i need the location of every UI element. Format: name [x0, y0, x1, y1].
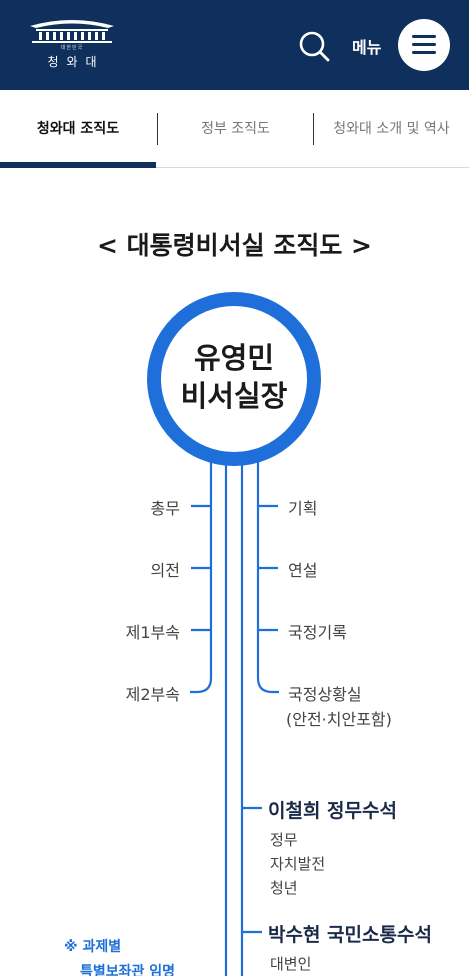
left-unit-label: 의전	[150, 561, 180, 580]
secretary-title: 이철희 정무수석	[268, 800, 397, 822]
hamburger-icon	[412, 35, 436, 38]
tab-government-org[interactable]: 정부 조직도	[201, 121, 270, 137]
secretary-item: 청년	[270, 879, 298, 897]
search-button[interactable]	[296, 28, 332, 64]
secretary-item: 자치발전	[270, 855, 326, 873]
cheongwadae-logo[interactable]: 대한민국 청와대	[22, 16, 122, 74]
hamburger-icon-bottom	[412, 51, 436, 54]
chief-of-staff-inner: 유영민 비서실장	[161, 306, 307, 452]
tab-cheongwadae-org[interactable]: 청와대 조직도	[36, 121, 120, 137]
org-tabs: 청와대 조직도 정부 조직도 청와대 소개 및 역사	[0, 90, 469, 168]
menu-button[interactable]	[398, 19, 450, 71]
right-unit-label: 기획	[288, 499, 318, 518]
left-unit-label: 제1부속	[125, 623, 180, 642]
secretary-item: 대변인	[270, 955, 312, 973]
right-unit-label: 연설	[288, 561, 318, 580]
site-header: 대한민국 청와대 메뉴	[0, 0, 469, 90]
chief-of-staff-title: 비서실장	[180, 379, 288, 413]
right-unit-label: 국정상황실	[288, 685, 362, 704]
special-advisor-note: ※ 과제별	[64, 939, 122, 955]
logo-subtitle: 대한민국	[60, 45, 84, 51]
secretary-item: 정무	[270, 831, 298, 849]
right-unit-note: (안전·치안포함)	[286, 710, 392, 729]
chief-of-staff-node: 유영민 비서실장	[147, 292, 321, 466]
tab-divider	[313, 113, 314, 145]
hamburger-icon-mid	[412, 43, 436, 46]
special-advisor-note-2: 특별보좌관 임명	[80, 964, 176, 976]
left-unit-label: 총무	[150, 499, 180, 518]
secretary-title: 박수현 국민소통수석	[268, 924, 432, 946]
active-tab-indicator	[0, 162, 156, 168]
right-unit-label: 국정기록	[288, 623, 347, 642]
logo-name: 청와대	[47, 55, 105, 69]
search-icon	[299, 31, 330, 62]
org-chart-title: < 대통령비서실 조직도 >	[96, 231, 372, 260]
blue-house-roof-icon	[30, 20, 114, 43]
chief-of-staff-name: 유영민	[193, 341, 275, 375]
tab-divider	[157, 113, 158, 145]
tab-intro-history[interactable]: 청와대 소개 및 역사	[333, 121, 450, 137]
menu-label[interactable]: 메뉴	[352, 38, 382, 57]
left-unit-label: 제2부속	[125, 685, 180, 704]
